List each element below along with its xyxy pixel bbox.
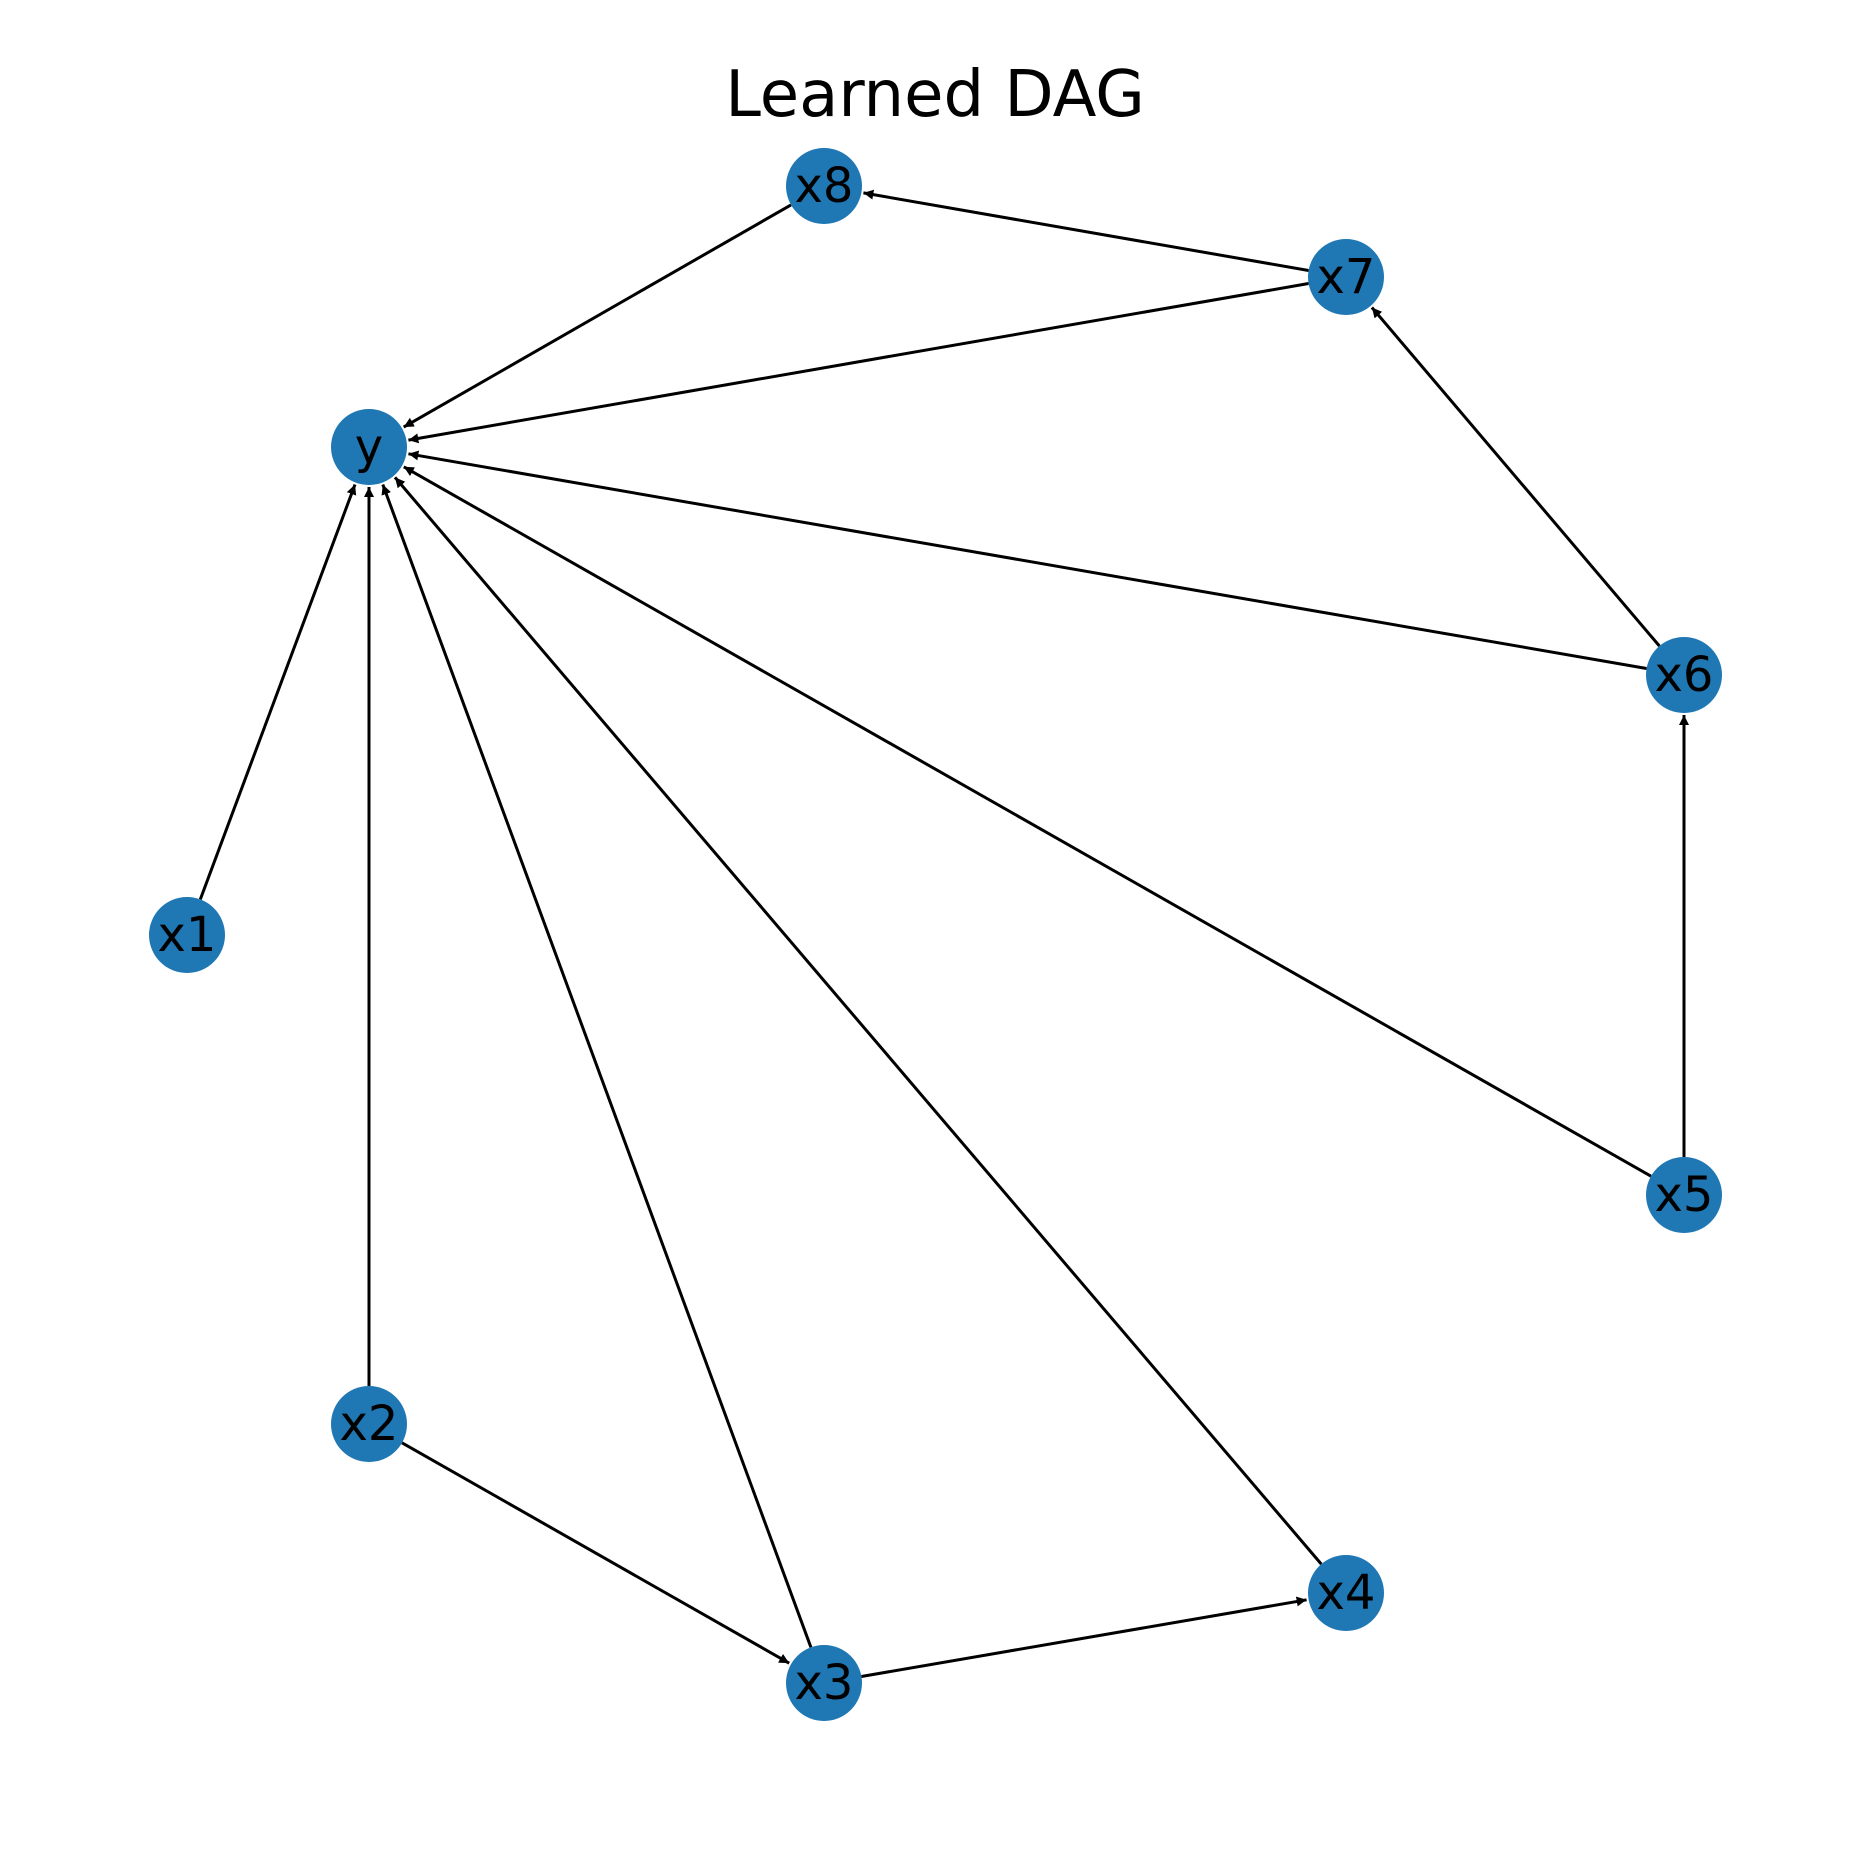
node-x6: x6 bbox=[1646, 637, 1722, 713]
node-label-x1: x1 bbox=[158, 907, 217, 963]
node-circle-x2 bbox=[331, 1386, 407, 1462]
node-y: y bbox=[331, 409, 407, 485]
node-label-x8: x8 bbox=[795, 158, 854, 214]
node-circle-x6 bbox=[1646, 637, 1722, 713]
node-label-x2: x2 bbox=[340, 1396, 399, 1452]
node-x5: x5 bbox=[1646, 1157, 1722, 1233]
node-x3: x3 bbox=[786, 1645, 862, 1721]
edge-x2-to-x3 bbox=[401, 1441, 790, 1665]
node-circle-x1 bbox=[149, 897, 225, 973]
node-label-y: y bbox=[355, 419, 383, 475]
edge-x1-to-y bbox=[198, 483, 357, 900]
edge-x5-to-y bbox=[403, 465, 1652, 1178]
edge-x7-to-y bbox=[408, 282, 1309, 444]
node-label-x5: x5 bbox=[1655, 1167, 1714, 1223]
node-label-x4: x4 bbox=[1317, 1565, 1376, 1621]
edge-x7-to-x8 bbox=[863, 189, 1309, 272]
node-circle-y bbox=[331, 409, 407, 485]
node-x4: x4 bbox=[1308, 1555, 1384, 1631]
edge-x3-to-y bbox=[381, 483, 813, 1648]
edge-x6-to-x7 bbox=[1370, 306, 1661, 647]
nodes-layer: y x1 x2 x3 x4 x5 x6 x7 x8 bbox=[149, 148, 1722, 1721]
node-circle-x7 bbox=[1308, 239, 1384, 315]
node-circle-x8 bbox=[786, 148, 862, 224]
node-label-x7: x7 bbox=[1317, 249, 1376, 305]
node-label-x3: x3 bbox=[795, 1655, 854, 1711]
diagram-title: Learned DAG bbox=[725, 58, 1145, 132]
node-x2: x2 bbox=[331, 1386, 407, 1462]
edge-x6-to-y bbox=[408, 450, 1647, 670]
node-x7: x7 bbox=[1308, 239, 1384, 315]
edge-x8-to-y bbox=[402, 203, 792, 429]
node-circle-x4 bbox=[1308, 1555, 1384, 1631]
edge-x3-to-x4 bbox=[861, 1596, 1307, 1678]
edge-x4-to-y bbox=[393, 476, 1323, 1566]
node-circle-x3 bbox=[786, 1645, 862, 1721]
node-x1: x1 bbox=[149, 897, 225, 973]
node-circle-x5 bbox=[1646, 1157, 1722, 1233]
node-x8: x8 bbox=[786, 148, 862, 224]
node-label-x6: x6 bbox=[1655, 647, 1714, 703]
edges-layer bbox=[198, 189, 1689, 1678]
